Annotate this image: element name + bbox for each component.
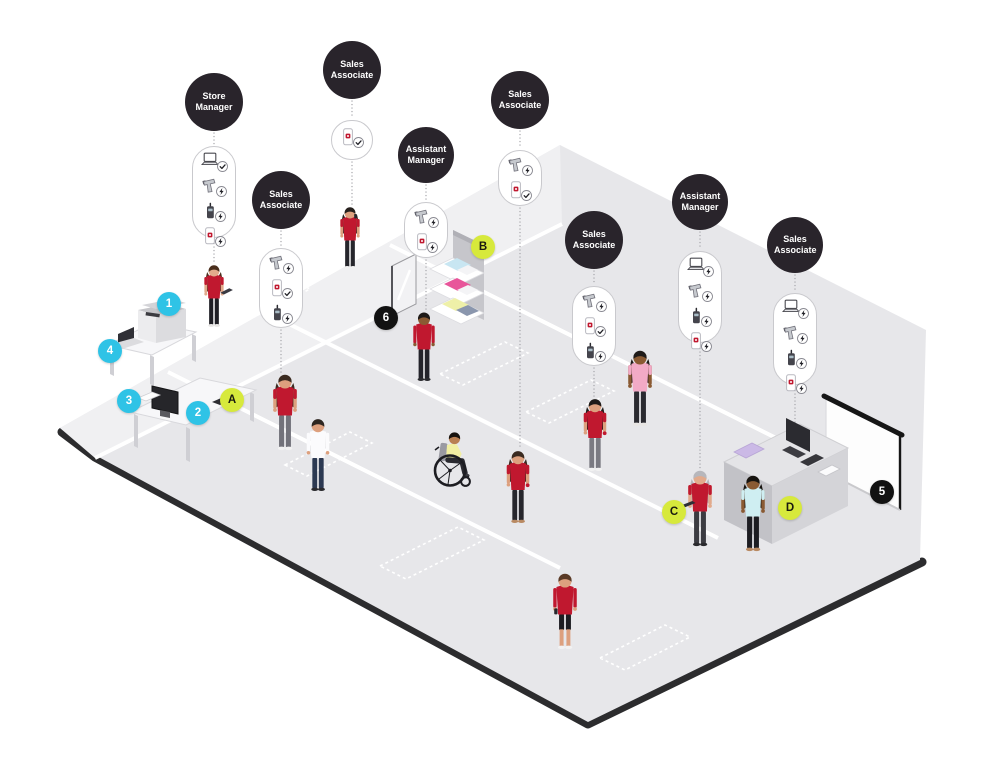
person-sales-associate-2 bbox=[273, 374, 297, 451]
marker-2[interactable]: 2 bbox=[186, 401, 210, 425]
person-sales-associate-4 bbox=[583, 399, 607, 472]
person-assistant-manager-1 bbox=[413, 312, 435, 381]
scanner-pad bbox=[733, 442, 765, 459]
marker-B[interactable]: B bbox=[471, 235, 495, 259]
marker-label: 3 bbox=[125, 395, 133, 407]
desktop-monitor bbox=[151, 385, 179, 418]
marker-C[interactable]: C bbox=[662, 500, 686, 524]
marker-A[interactable]: A bbox=[220, 388, 244, 412]
marker-3[interactable]: 3 bbox=[117, 389, 141, 413]
tablet-on-desk bbox=[136, 391, 162, 402]
marker-label: D bbox=[785, 502, 795, 514]
marker-label: 5 bbox=[878, 486, 886, 498]
person-store-manager bbox=[204, 265, 233, 327]
marker-label: 4 bbox=[106, 345, 114, 357]
marker-label: 6 bbox=[382, 312, 390, 324]
pos-terminal bbox=[782, 418, 810, 458]
marker-label: B bbox=[478, 241, 488, 253]
person-wheelchair-user bbox=[433, 432, 471, 487]
person-assistant-manager-2 bbox=[681, 470, 712, 547]
marker-label: C bbox=[669, 506, 679, 518]
person-sales-associate-3 bbox=[506, 451, 530, 524]
marker-label: A bbox=[227, 394, 237, 406]
marker-1[interactable]: 1 bbox=[157, 292, 181, 316]
person-pink-top-woman bbox=[628, 350, 652, 427]
person-light-blue-top-woman bbox=[741, 475, 765, 552]
marker-5[interactable]: 5 bbox=[870, 480, 894, 504]
marker-D[interactable]: D bbox=[778, 496, 802, 520]
person-red-shorts-man bbox=[553, 573, 577, 650]
mirror-stand bbox=[391, 253, 417, 317]
people bbox=[204, 207, 765, 650]
marker-6[interactable]: 6 bbox=[374, 306, 398, 330]
card-reader bbox=[817, 464, 841, 477]
marker-label: 1 bbox=[165, 298, 173, 310]
marker-label: 2 bbox=[194, 407, 202, 419]
tablet-on-counter bbox=[800, 454, 824, 466]
person-white-shirt-man bbox=[306, 419, 330, 492]
marker-4[interactable]: 4 bbox=[98, 339, 122, 363]
person-sales-associate-1 bbox=[340, 207, 360, 269]
